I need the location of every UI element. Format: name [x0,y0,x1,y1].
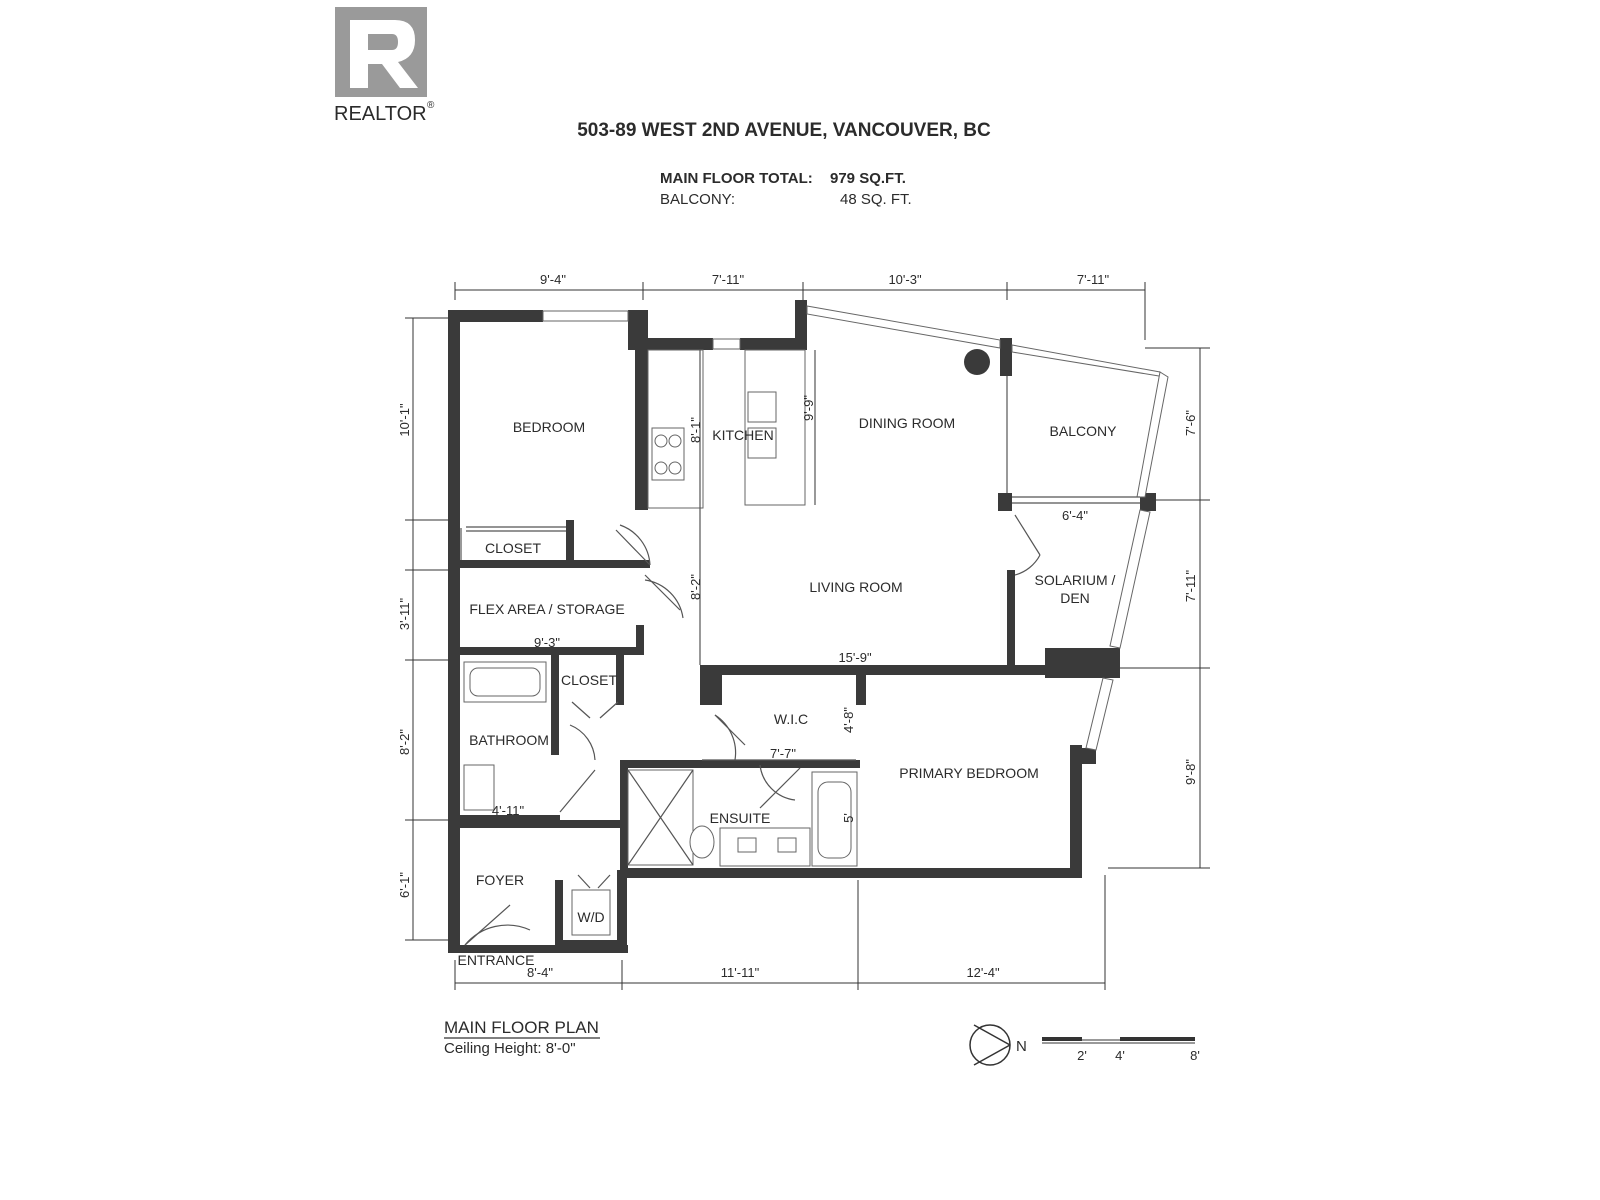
dim-flex-width: 9'-3" [534,635,560,650]
dim-left-bathroom: 8'-2" [397,729,412,755]
scale-label-2: 2' [1077,1048,1087,1063]
dim-solarium-width: 6'-4" [1062,508,1088,523]
dimension-lines [405,282,1210,990]
dim-top-kitchen: 7'-11" [712,272,745,287]
dim-right-solarium: 7'-11" [1183,570,1198,603]
north-arrow-icon [969,1024,1011,1066]
address-title: 503-89 WEST 2ND AVENUE, VANCOUVER, BC [577,120,991,141]
dim-left-bedroom: 10'-1" [397,403,412,437]
dim-bottom-ensuite: 11'-11" [721,965,760,980]
dim-kitchen-island: 9'-9" [801,395,816,421]
dim-bathroom-width: 4'-11" [492,803,525,818]
room-label-closet: CLOSET [485,540,541,556]
dim-top-dining: 10'-3" [888,272,922,287]
dim-top-balcony: 7'-11" [1077,272,1110,287]
room-label-bathroom: BATHROOM [469,732,549,748]
ceiling-height: Ceiling Height: 8'-0" [444,1040,576,1057]
scale-bar [1042,1037,1195,1044]
room-label-balcony: BALCONY [1050,423,1118,439]
walls [448,300,1156,953]
dim-bottom-primary: 12'-4" [966,965,1000,980]
room-label-ensuite: ENSUITE [710,810,771,826]
balcony-area-value: 48 SQ. FT. [840,191,912,208]
glazing-lines [460,305,1169,946]
room-label-bedroom: BEDROOM [513,419,585,435]
dim-ensuite-depth: 5' [841,813,856,823]
dim-right-balcony: 7'-6" [1183,410,1198,436]
floor-plan-title: MAIN FLOOR PLAN [444,1018,599,1037]
room-label-flex-area: FLEX AREA / STORAGE [469,601,624,617]
room-label-wd: W/D [577,909,604,925]
dim-top-bedroom: 9'-4" [540,272,566,287]
room-label-dining-room: DINING ROOM [859,415,955,431]
room-label-wic: W.I.C [774,711,808,727]
dim-wic-width: 7'-7" [770,746,796,761]
room-label-living-room: LIVING ROOM [809,579,902,595]
realtor-logo: REALTOR ® [334,7,435,125]
room-label-foyer: FOYER [476,872,524,888]
dim-right-primary: 9'-8" [1183,759,1198,785]
room-label-kitchen: KITCHEN [712,427,773,443]
room-label-den: DEN [1060,590,1090,606]
balcony-area-label: BALCONY: [660,191,735,208]
room-label-solarium: SOLARIUM / [1035,572,1116,588]
dim-wic-depth: 4'-8" [841,707,856,733]
room-label-primary-bedroom: PRIMARY BEDROOM [899,765,1039,781]
dim-hall-depth: 8'-2" [688,574,703,600]
north-label: N [1016,1038,1027,1055]
dim-left-foyer: 6'-1" [397,872,412,898]
scale-label-4: 4' [1115,1048,1125,1063]
dim-kitchen-depth: 8'-1" [688,417,703,443]
dim-left-flex: 3'-11" [397,598,412,631]
realtor-logo-text: REALTOR [334,103,427,125]
dim-bottom-foyer: 8'-4" [527,965,553,980]
dim-living-width: 15'-9" [838,650,872,665]
realtor-logo-mark: ® [427,100,435,111]
scale-label-8: 8' [1190,1048,1200,1063]
room-label-closet-2: CLOSET [561,672,617,688]
main-floor-total-label: MAIN FLOOR TOTAL: [660,170,813,187]
main-floor-total-value: 979 SQ.FT. [830,170,906,187]
room-label-entrance: ENTRANCE [457,952,534,968]
